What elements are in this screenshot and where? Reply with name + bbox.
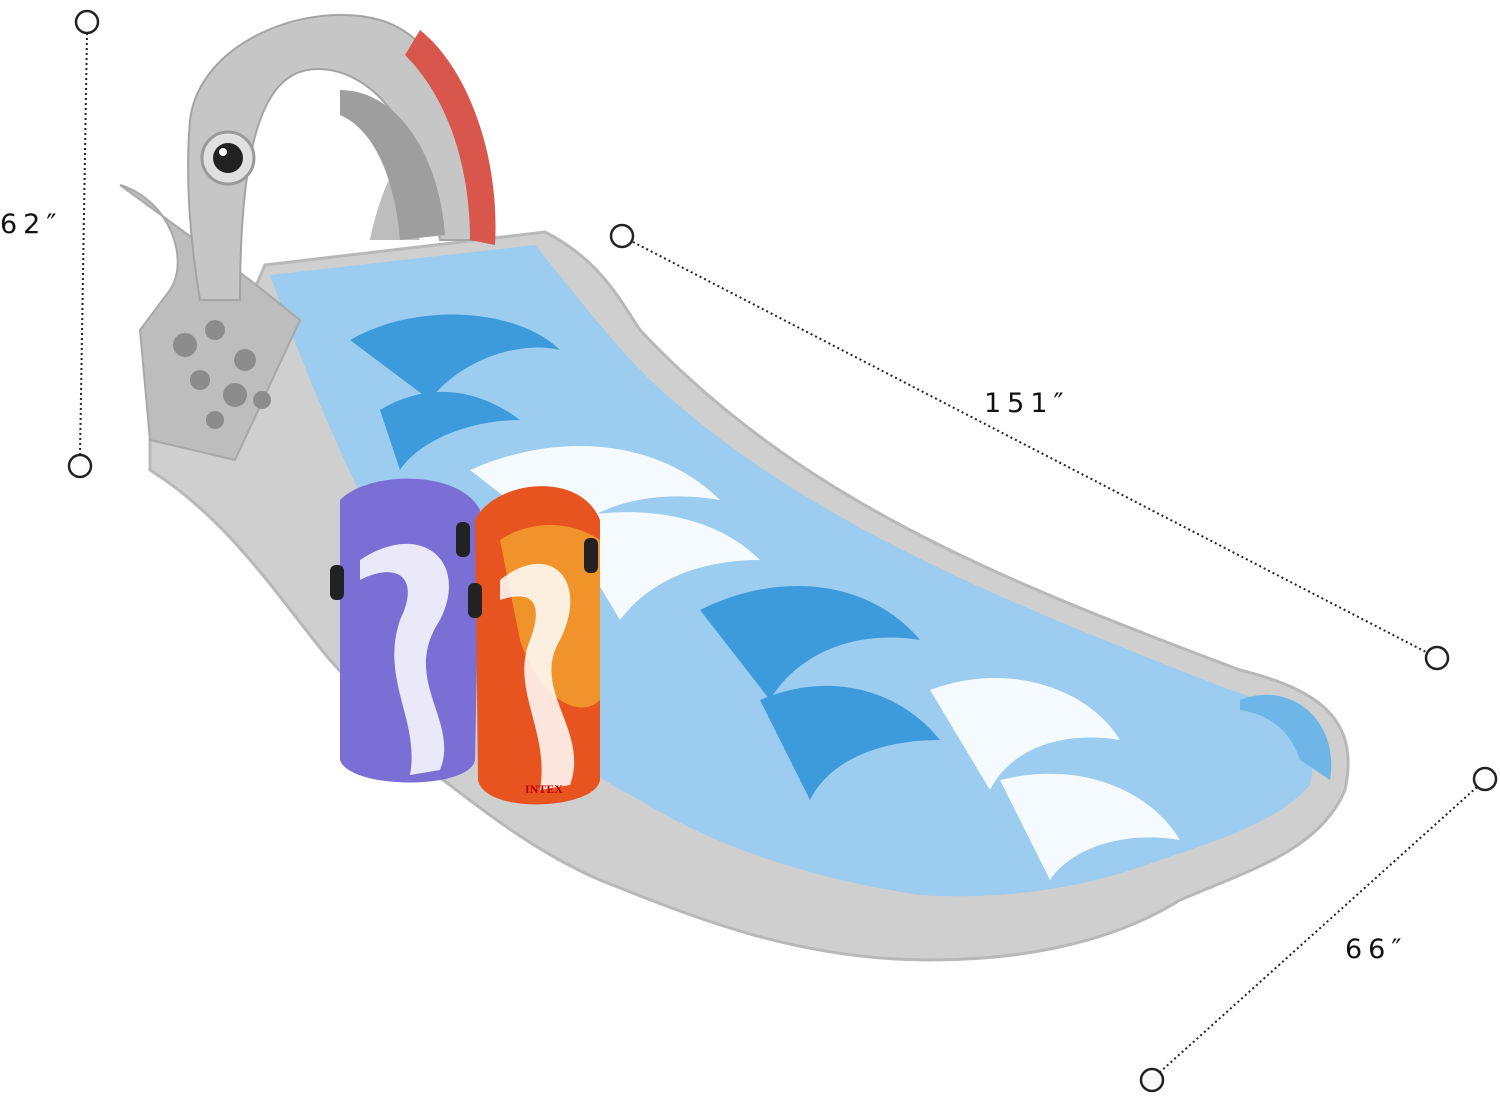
height-label: 62″ <box>0 209 63 240</box>
width-label: 66″ <box>1345 934 1408 965</box>
water-slide <box>148 230 1350 962</box>
body-board-purple <box>330 478 480 783</box>
shark-head <box>119 13 496 462</box>
dimension-lines <box>79 32 1478 1073</box>
board-logo: INTEX <box>525 782 563 796</box>
length-label: 151″ <box>984 388 1070 419</box>
dimension-endpoints <box>67 9 1498 1093</box>
body-board-orange: INTEX <box>468 486 600 805</box>
